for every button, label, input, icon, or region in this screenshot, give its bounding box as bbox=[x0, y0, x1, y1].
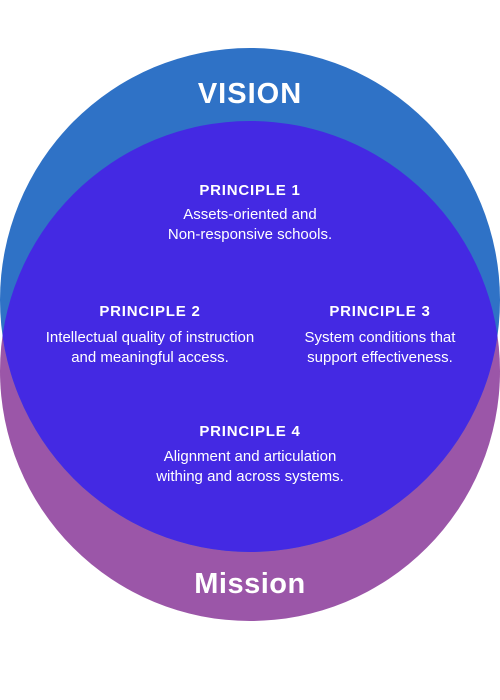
principle-3-title: PRINCIPLE 3 bbox=[329, 303, 431, 320]
principle-1-line-2: Non-responsive schools. bbox=[167, 226, 333, 243]
principle-1-line-1: Assets-oriented and bbox=[183, 206, 317, 223]
mission-label: Mission bbox=[194, 568, 306, 600]
principle-3-text: System conditions that support effective… bbox=[280, 328, 480, 368]
principle-2-line-2: and meaningful access. bbox=[71, 349, 229, 366]
principle-3: PRINCIPLE 3 System conditions that suppo… bbox=[280, 304, 480, 368]
principle-1: PRINCIPLE 1 Assets-oriented and Non-resp… bbox=[100, 183, 400, 245]
principle-2-text: Intellectual quality of instruction and … bbox=[10, 328, 290, 368]
principle-2-title: PRINCIPLE 2 bbox=[99, 303, 201, 320]
principle-4: PRINCIPLE 4 Alignment and articulation w… bbox=[100, 424, 400, 487]
principle-4-text: Alignment and articulation withing and a… bbox=[100, 447, 400, 487]
vision-label: VISION bbox=[197, 78, 303, 110]
principle-4-line-1: Alignment and articulation bbox=[163, 448, 337, 465]
principle-3-line-1: System conditions that bbox=[304, 329, 456, 346]
principle-1-text: Assets-oriented and Non-responsive schoo… bbox=[100, 205, 400, 245]
overlap-region bbox=[0, 121, 500, 552]
principle-1-title: PRINCIPLE 1 bbox=[199, 182, 301, 199]
principle-4-line-2: withing and across systems. bbox=[156, 468, 344, 485]
principle-4-title: PRINCIPLE 4 bbox=[199, 423, 301, 440]
principle-2: PRINCIPLE 2 Intellectual quality of inst… bbox=[10, 304, 290, 368]
principle-2-line-1: Intellectual quality of instruction bbox=[45, 329, 255, 346]
principle-3-line-2: support effectiveness. bbox=[307, 349, 453, 366]
